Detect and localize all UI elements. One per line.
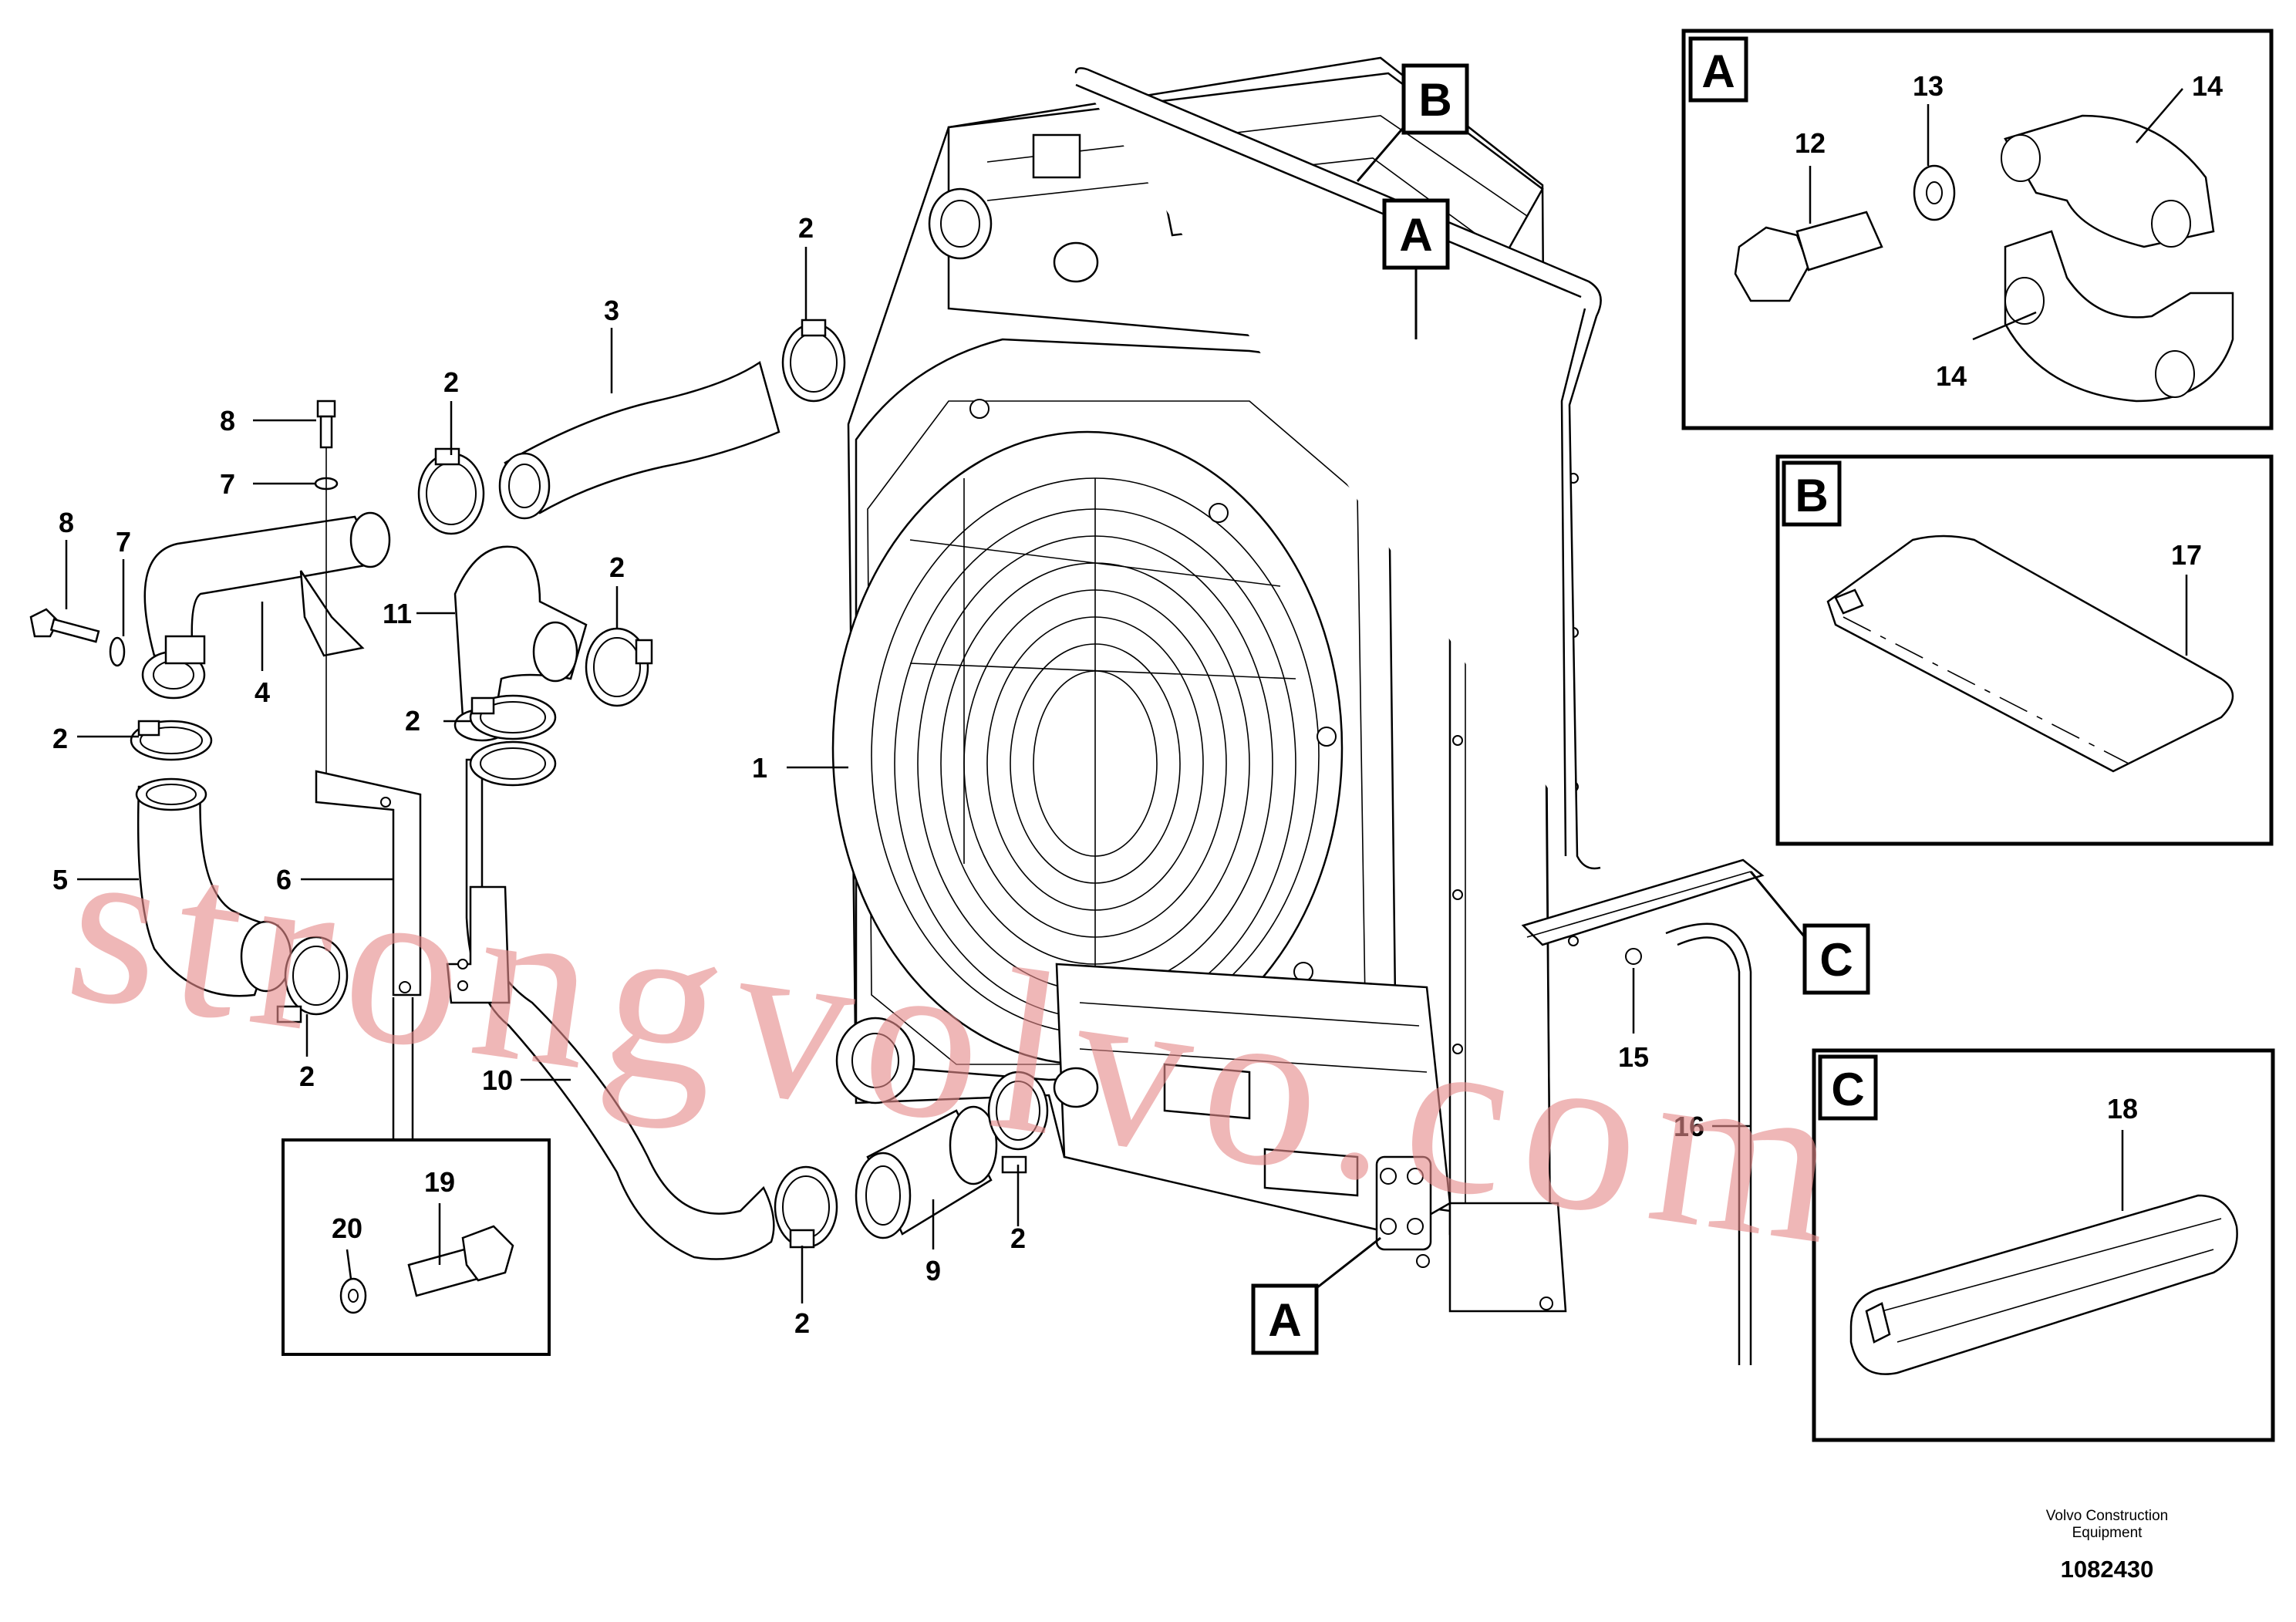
callout-2: 2 — [52, 723, 68, 754]
callout-13: 13 — [1913, 70, 1944, 102]
callout-5: 5 — [52, 864, 68, 895]
leader-lines — [65, 88, 2188, 1303]
callout-8: 8 — [59, 507, 74, 538]
callout-17: 17 — [2171, 539, 2202, 571]
callout-numbers: 1 2 2 2 2 2 2 2 2 3 4 5 6 7 7 8 8 9 10 1… — [52, 70, 2223, 1339]
callout-2: 2 — [609, 551, 625, 583]
callout-2: 2 — [405, 705, 420, 737]
bolt-12 — [1734, 211, 1883, 302]
drawing-number: 1082430 — [2060, 1556, 2154, 1583]
svg-text:A: A — [1399, 209, 1432, 261]
hose-3 — [498, 361, 781, 520]
callout-8: 8 — [220, 405, 235, 437]
callout-11: 11 — [383, 598, 412, 629]
callout-3: 3 — [604, 295, 619, 326]
callout-7: 7 — [220, 468, 235, 500]
edge-protector-18 — [1849, 1194, 2238, 1375]
bolt-8 — [316, 400, 336, 449]
callout-14: 14 — [2192, 70, 2223, 102]
hose-clamp — [417, 447, 485, 535]
callout-9: 9 — [925, 1255, 941, 1286]
bolt-19 — [407, 1225, 514, 1297]
callout-19: 19 — [424, 1166, 455, 1198]
washer-13 — [1913, 164, 1956, 221]
callout-15: 15 — [1618, 1041, 1649, 1073]
brand-text: Volvo Construction Equipment — [2045, 1508, 2169, 1541]
callout-2: 2 — [794, 1307, 810, 1339]
edge-protector-17 — [1826, 534, 2234, 773]
bolt-8 — [29, 608, 100, 643]
bracket-6 — [315, 770, 422, 996]
hose-clamp — [130, 720, 213, 761]
inset-b — [1775, 454, 2274, 846]
callout-20: 20 — [332, 1212, 362, 1244]
view-tag-a-top: A — [1382, 198, 1450, 339]
hose-clamp — [585, 627, 653, 707]
inset-label-c: C — [1831, 1064, 1864, 1115]
hose-clamp — [781, 319, 846, 403]
hose-clamp — [276, 936, 349, 1023]
footer: Volvo Construction Equipment 1082430 — [1991, 1508, 2223, 1583]
hose-clamp — [987, 1071, 1049, 1174]
inset-label-a: A — [1701, 46, 1735, 97]
washer-20 — [339, 1277, 367, 1314]
callout-18: 18 — [2107, 1093, 2138, 1125]
callout-2: 2 — [299, 1061, 315, 1092]
washer-7 — [109, 636, 126, 667]
split-flange-bottom — [1375, 1155, 1432, 1251]
hose-clamp — [469, 740, 557, 787]
flange-half-14-top — [2001, 114, 2215, 248]
callout-1: 1 — [752, 752, 767, 784]
callout-2: 2 — [1010, 1222, 1026, 1254]
callout-6: 6 — [276, 864, 292, 895]
edge-protection-rail — [1074, 67, 1765, 946]
callout-14: 14 — [1936, 360, 1967, 392]
callout-2: 2 — [443, 366, 459, 398]
view-tag-b: B — [1356, 63, 1469, 182]
hose-16 — [1625, 922, 1752, 1365]
hose-9 — [855, 1105, 998, 1239]
hose-clamp — [469, 694, 557, 740]
inset-a — [1681, 29, 2274, 430]
pipe-4 — [141, 511, 391, 700]
svg-text:B: B — [1418, 74, 1451, 126]
callout-12: 12 — [1795, 127, 1826, 159]
hose-5 — [135, 777, 292, 997]
hose-clamp — [774, 1165, 838, 1249]
callout-10: 10 — [482, 1064, 513, 1096]
bolt-detail-inset — [282, 997, 551, 1356]
view-tag-a-bottom: A — [1251, 1236, 1381, 1355]
inset-c — [1812, 1048, 2275, 1442]
svg-text:C: C — [1819, 934, 1853, 986]
svg-text:A: A — [1268, 1294, 1301, 1346]
callout-16: 16 — [1674, 1111, 1704, 1142]
callout-4: 4 — [255, 676, 270, 708]
inset-label-b: B — [1795, 470, 1828, 521]
callout-2: 2 — [798, 212, 814, 244]
view-tag-c: C — [1749, 871, 1870, 995]
flange-half-14-bottom — [2004, 230, 2234, 403]
callout-7: 7 — [116, 526, 131, 558]
